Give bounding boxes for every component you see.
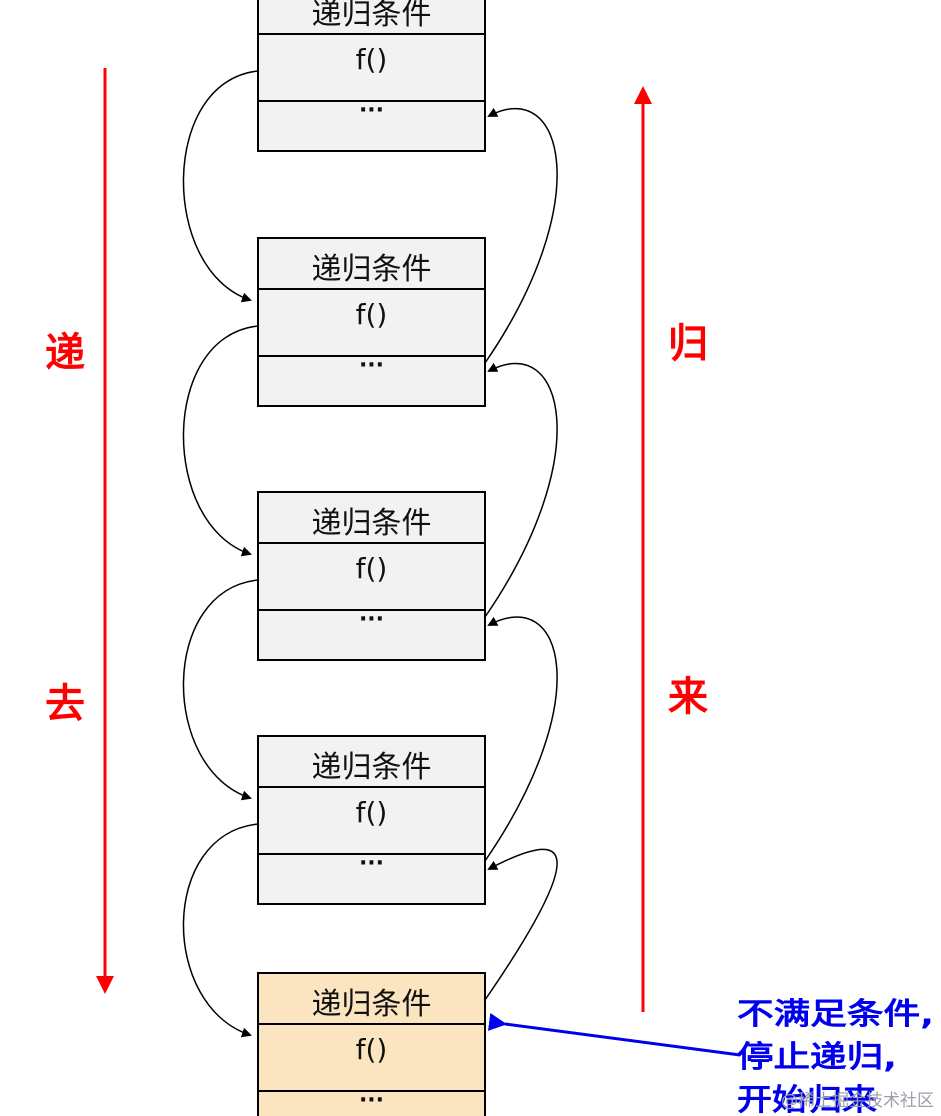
frame-call-label: f() (356, 1033, 388, 1066)
stack-frame: 递归条件 f() ··· (257, 0, 486, 152)
frame-rest-label: ··· (359, 1088, 384, 1113)
call-connector (182, 325, 259, 557)
frame-condition-label: 递归条件 (312, 506, 432, 541)
call-connector (182, 70, 259, 303)
label-return-top: 归 (668, 321, 708, 367)
call-connector (182, 579, 259, 801)
frame-rest-label: ··· (359, 98, 384, 123)
frame-box (257, 0, 486, 152)
frame-rest-label: ··· (359, 851, 384, 876)
stack-frame: 递归条件 f() ··· (257, 735, 486, 905)
return-connector (484, 848, 558, 1001)
return-connector (484, 362, 558, 618)
frame-box (257, 491, 486, 661)
frame-rest-label: ··· (359, 353, 384, 378)
return-connector (484, 616, 558, 862)
frame-rest-label: ··· (359, 607, 384, 632)
label-descend-bottom: 去 (45, 681, 85, 727)
return-connector (484, 107, 558, 364)
frame-condition-label: 递归条件 (312, 0, 432, 32)
stack-frame: 递归条件 f() ··· (257, 972, 486, 1116)
frame-call-label: f() (356, 552, 388, 585)
label-return-bottom: 来 (668, 674, 708, 720)
frame-condition-label: 递归条件 (312, 987, 432, 1022)
frames-group: 递归条件 f() ··· 递归条件 f() ··· 递归条件 f() ··· 递归条件 f() ···… (257, 0, 486, 1116)
frame-box (257, 237, 486, 407)
frame-condition-label: 递归条件 (312, 750, 432, 785)
watermark: @稀土掘金技术社区 (781, 1091, 934, 1111)
frame-call-label: f() (356, 298, 388, 331)
note-line-2: 停止递归, (737, 1040, 897, 1075)
stack-frame: 递归条件 f() ··· (257, 491, 486, 661)
frame-box (257, 735, 486, 905)
stack-frame: 递归条件 f() ··· (257, 237, 486, 407)
label-descend-top: 递 (45, 330, 85, 376)
frame-condition-label: 递归条件 (312, 252, 432, 287)
note-line-1: 不满足条件, (737, 997, 934, 1032)
call-connector (182, 823, 259, 1038)
frame-call-label: f() (356, 43, 388, 76)
frame-call-label: f() (356, 796, 388, 829)
note-arrow (487, 1012, 741, 1057)
connectors-group (182, 70, 558, 1038)
frame-box (257, 972, 486, 1116)
note-line-3: 开始归来 (737, 1083, 877, 1116)
